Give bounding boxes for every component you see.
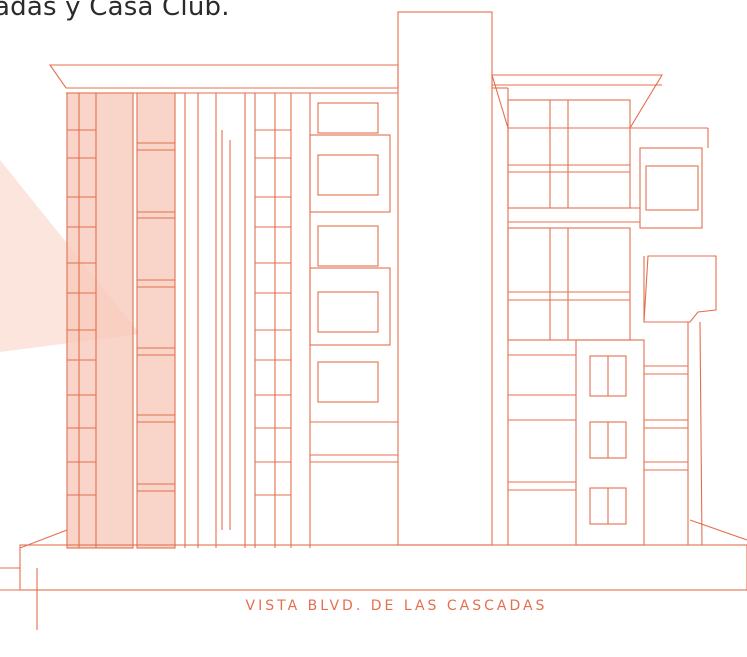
highlighted-column-right [137,93,175,548]
podium [19,544,747,591]
view-caption: VISTA BLVD. DE LAS CASCADAS [245,598,548,614]
roof-slab-right [491,74,663,129]
highlighted-column-left [67,93,133,548]
roof-slab-left [48,64,399,89]
building-outline [0,11,747,630]
caption-text: adas y Casa Club. [0,0,230,22]
central-tower [397,11,493,546]
